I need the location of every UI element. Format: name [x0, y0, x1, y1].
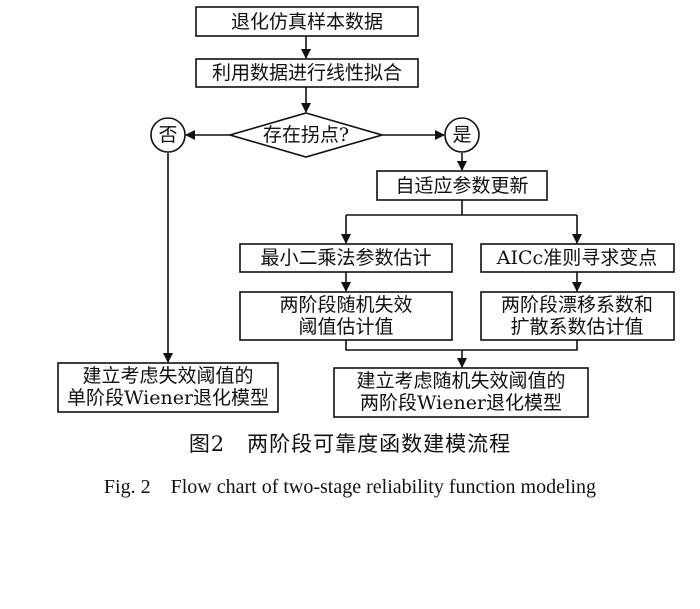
single-model-line-1: 建立考虑失效阈值的 [82, 365, 253, 387]
node-aicc-box [480, 243, 675, 273]
node-yes-label: 是 [452, 124, 471, 146]
node-threshold-est-label: 两阶段随机失效阈值估计值 [279, 294, 412, 338]
node-adaptive-label: 自适应参数更新 [395, 175, 528, 197]
node-lsq-box [239, 243, 453, 273]
node-yes: 是 [444, 117, 480, 153]
drift-est-line-1: 两阶段漂移系数和 [501, 294, 653, 316]
node-single-model-label: 建立考虑失效阈值的单阶段Wiener退化模型 [67, 365, 269, 409]
node-two-model: 建立考虑随机失效阈值的两阶段Wiener退化模型 [333, 367, 589, 418]
node-no-circle [150, 117, 186, 153]
node-aicc-label: AICc准则寻求变点 [496, 247, 657, 269]
node-decision-label: 存在拐点? [263, 124, 349, 146]
node-fit-label: 利用数据进行线性拟合 [212, 62, 402, 84]
node-aicc: AICc准则寻求变点 [480, 243, 675, 273]
node-threshold-est: 两阶段随机失效阈值估计值 [239, 291, 453, 341]
node-yes-circle [444, 117, 480, 153]
node-decision: 存在拐点? [227, 112, 385, 158]
node-lsq: 最小二乘法参数估计 [239, 243, 453, 273]
node-two-model-box [333, 367, 589, 418]
connectors [163, 36, 582, 368]
node-adaptive-box [376, 170, 548, 201]
node-single-model: 建立考虑失效阈值的单阶段Wiener退化模型 [57, 362, 279, 413]
two-model-line-1: 建立考虑随机失效阈值的 [356, 370, 565, 392]
flowchart: 退化仿真样本数据 利用数据进行线性拟合 存在拐点? 否 是 自适应参数更新 最小… [57, 6, 675, 418]
node-drift-est-box [480, 291, 675, 341]
node-single-model-box [57, 362, 279, 413]
node-drift-est: 两阶段漂移系数和扩散系数估计值 [480, 291, 675, 341]
node-no: 否 [150, 117, 186, 153]
node-fit-box [195, 58, 419, 88]
node-drift-est-label: 两阶段漂移系数和扩散系数估计值 [501, 294, 653, 338]
single-model-line-2: 单阶段Wiener退化模型 [67, 387, 269, 409]
drift-est-line-2: 扩散系数估计值 [510, 316, 643, 338]
figure-caption-zh: 图2 两阶段可靠度函数建模流程 [188, 432, 512, 456]
connector-merge-bar [345, 340, 578, 351]
node-start: 退化仿真样本数据 [195, 6, 419, 37]
threshold-est-line-1: 两阶段随机失效 [279, 294, 412, 316]
node-threshold-est-box [239, 291, 453, 341]
threshold-est-line-2: 阈值估计值 [298, 316, 393, 338]
node-lsq-label: 最小二乘法参数估计 [260, 247, 431, 269]
figure-caption-en: Fig. 2 Flow chart of two-stage reliabili… [103, 476, 597, 498]
node-start-label: 退化仿真样本数据 [231, 11, 383, 33]
node-decision-diamond [227, 112, 385, 158]
node-adaptive: 自适应参数更新 [376, 170, 548, 201]
node-fit: 利用数据进行线性拟合 [195, 58, 419, 88]
node-no-label: 否 [158, 124, 177, 146]
two-model-line-2: 两阶段Wiener退化模型 [360, 392, 562, 414]
node-start-box [195, 6, 419, 37]
node-two-model-label: 建立考虑随机失效阈值的两阶段Wiener退化模型 [356, 370, 565, 414]
